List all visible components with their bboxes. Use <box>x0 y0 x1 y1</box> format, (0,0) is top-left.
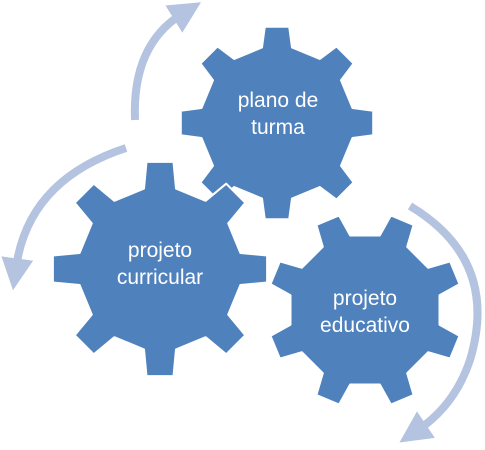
cycle-arrows <box>1 2 482 443</box>
gear-projeto-curricular <box>51 160 269 378</box>
gears-group <box>51 25 461 406</box>
arrow-to-projeto-curricular <box>1 144 128 291</box>
gear-projeto-educativo <box>269 214 461 406</box>
arrow-to-plano-de-turma <box>130 2 202 121</box>
arrow-to-projeto-educativo <box>399 202 482 443</box>
gear-plano-de-turma <box>179 25 375 221</box>
